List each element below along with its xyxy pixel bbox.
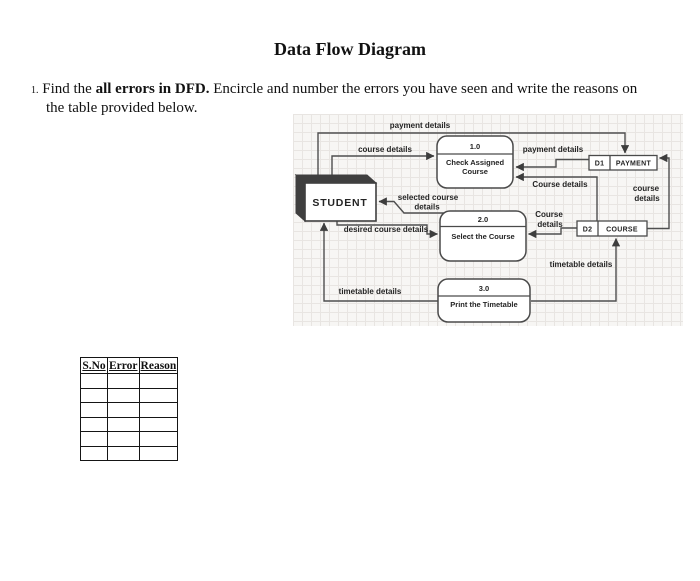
- label-course-d2-p2-2: details: [537, 220, 563, 229]
- question-pre: Find the: [38, 81, 96, 97]
- label-course-right-1: course: [633, 184, 660, 193]
- table-row: [80, 402, 179, 418]
- datastore-d1-name: PAYMENT: [616, 161, 652, 168]
- flow-lines: [317, 132, 670, 302]
- process-3-box: [437, 278, 531, 323]
- datastore-d2-name: COURSE: [606, 227, 638, 234]
- flow-timetable-p3-d2: [531, 237, 621, 302]
- process-1-name-1: Check Assigned: [446, 158, 504, 167]
- datastore-d1-box: [588, 154, 658, 171]
- process-2-box: [439, 210, 527, 262]
- flow-labels: payment details course details payment d…: [339, 121, 661, 296]
- datastore-d2-id: D2: [583, 227, 593, 234]
- student-entity-label: STUDENT: [312, 197, 367, 209]
- question-line2: the table provided below.: [46, 99, 198, 116]
- dfd-diagram: STUDENT 1.0 Check Assigned Course 2.0 Se…: [293, 114, 683, 326]
- label-timetable-d2: timetable details: [550, 260, 613, 269]
- process-3-name: Print the Timetable: [450, 300, 517, 309]
- student-entity-top-face: [294, 174, 378, 184]
- page-title: Data Flow Diagram: [274, 39, 426, 59]
- datastore-d2-box: [576, 220, 648, 237]
- label-desired-course: desired course details: [344, 225, 429, 234]
- flow-course-details-d2-p1: [515, 172, 598, 221]
- process-1-box: [436, 135, 514, 189]
- table-row: [80, 373, 179, 389]
- process-3-id: 3.0: [479, 284, 489, 293]
- datastore-d1-id: D1: [595, 161, 605, 168]
- label-course-d2-p2-1: Course: [535, 210, 563, 219]
- process-1-name-2: Course: [462, 167, 488, 176]
- student-entity-left-face: [295, 173, 306, 223]
- process-1: 1.0 Check Assigned Course: [436, 135, 514, 189]
- question-text: 1. Find the all errors in DFD. Encircle …: [31, 81, 686, 116]
- table-row: [80, 445, 179, 461]
- question-post: Encircle and number the errors you have …: [209, 81, 638, 97]
- process-2-id: 2.0: [478, 215, 488, 224]
- label-course-right-2: details: [634, 194, 660, 203]
- datastore-d1: D1 PAYMENT: [588, 154, 658, 171]
- table-row: [80, 431, 179, 447]
- flow-selected-course-p2-student: [378, 197, 444, 214]
- student-entity-box: [304, 182, 377, 222]
- flow-payment-details-top: [317, 132, 630, 176]
- flow-desired-course-student-p2: [336, 220, 439, 239]
- header-reason: Reason: [138, 357, 179, 374]
- process-2: 2.0 Select the Course: [439, 210, 527, 262]
- datastore-d2: D2 COURSE: [576, 220, 648, 237]
- label-course-details: course details: [358, 145, 412, 154]
- flow-payment-details-d1-p1: [515, 158, 589, 172]
- header-sno: S.No: [80, 357, 108, 374]
- header-error: Error: [107, 357, 140, 374]
- label-timetable-student: timetable details: [339, 287, 402, 296]
- process-2-name: Select the Course: [451, 232, 514, 241]
- flow-course-details-d2-p2: [527, 227, 577, 239]
- table-row: [80, 387, 179, 403]
- label-payment-details-d1: payment details: [523, 145, 584, 154]
- label-selected-course-2: details: [414, 203, 440, 212]
- flow-course-details-d2-d1: [647, 153, 670, 230]
- question-number: 1.: [31, 85, 39, 96]
- answer-table: S.No Error Reason: [80, 357, 179, 461]
- label-selected-course-1: selected course: [398, 193, 459, 202]
- dfd-svg: STUDENT 1.0 Check Assigned Course 2.0 Se…: [294, 121, 670, 323]
- student-entity: STUDENT: [294, 173, 378, 223]
- flow-course-details-to-p1: [331, 151, 435, 176]
- label-course-details-d2-p1: Course details: [532, 180, 588, 189]
- flow-timetable-p3-student: [319, 222, 438, 302]
- table-row: [80, 416, 179, 432]
- question-bold: all errors in DFD.: [95, 81, 210, 97]
- process-1-id: 1.0: [470, 142, 480, 151]
- label-payment-details-top: payment details: [390, 121, 451, 130]
- answer-table-header-row: S.No Error Reason: [80, 357, 179, 374]
- process-3: 3.0 Print the Timetable: [437, 278, 531, 323]
